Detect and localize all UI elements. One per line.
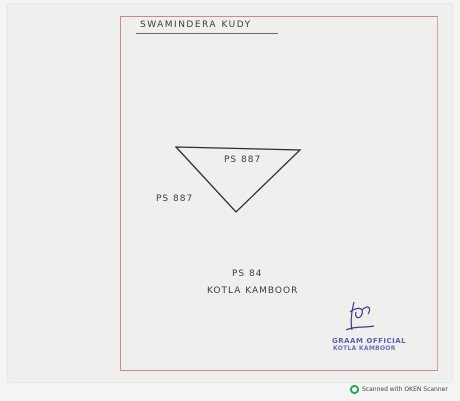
title-underline: [136, 33, 278, 34]
village-name: KOTLA KAMBOOR: [207, 286, 299, 296]
scanned-page: [8, 4, 452, 382]
stamp-line-1: GRAAM OFFICIAL: [332, 337, 407, 345]
triangle-label-left: PS 887: [156, 194, 194, 204]
scanner-watermark: Scanned with OKEN Scanner: [362, 386, 448, 393]
signature: [345, 301, 375, 331]
triangle-sketch: [174, 146, 302, 213]
ps-number: PS 84: [232, 269, 263, 279]
page-border: [120, 16, 438, 371]
document-title: SWAMINDERA KUDY: [140, 20, 252, 30]
camscanner-icon: [350, 385, 359, 394]
stamp-line-2: KOTLA KAMBOOR: [333, 345, 396, 352]
triangle-label-inside: PS 887: [224, 155, 262, 165]
